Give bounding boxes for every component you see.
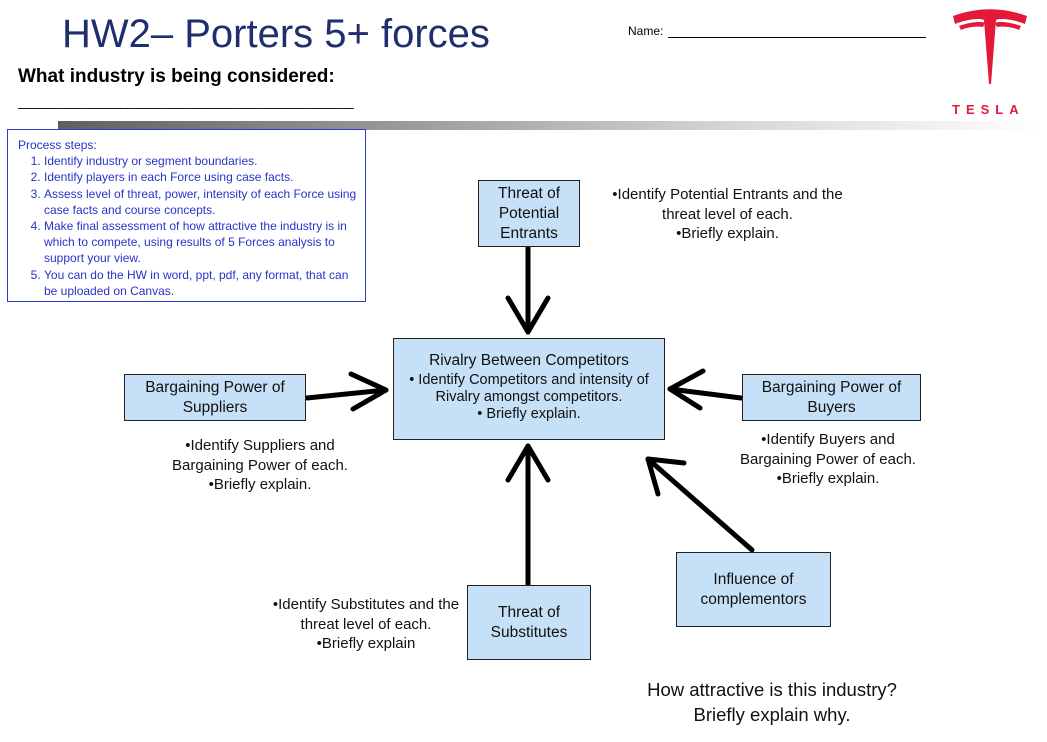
- buyers-note-line: •Identify Buyers and: [761, 431, 895, 448]
- tesla-wordmark: TESLA: [952, 102, 1025, 117]
- entrants-note-line: threat level of each.: [662, 205, 793, 223]
- substitutes-note-line: •Briefly explain: [316, 635, 416, 652]
- suppliers-note-line: •Identify Suppliers and: [185, 437, 335, 454]
- arrowhead-complementors: [645, 456, 687, 497]
- buyers-note-line: •Briefly explain.: [776, 470, 880, 487]
- suppliers-note: •Identify Suppliers and Bargaining Power…: [150, 436, 370, 495]
- process-steps-box: Process steps: Identify industry or segm…: [7, 129, 366, 302]
- suppliers-note-line: •Briefly explain.: [208, 476, 312, 493]
- entrants-note: •Identify Potential Entrants and the thr…: [600, 185, 855, 244]
- process-step: Make final assessment of how attractive …: [44, 218, 359, 267]
- process-step: You can do the HW in word, ppt, pdf, any…: [44, 267, 359, 299]
- suppliers-note-line: Bargaining Power of each.: [172, 456, 348, 474]
- page-title: HW2– Porters 5+ forces: [62, 12, 490, 56]
- name-field-line: [668, 36, 926, 38]
- industry-question: What industry is being considered:: [18, 66, 335, 87]
- buyers-box: Bargaining Power of Buyers: [742, 374, 921, 421]
- arrowhead-suppliers: [348, 371, 389, 412]
- entrants-note-line: •Identify Potential Entrants and the: [612, 186, 843, 203]
- final-question: How attractive is this industry? Briefly…: [600, 677, 944, 727]
- arrow-suppliers: [304, 387, 389, 401]
- arrowhead-substitutes: [505, 443, 551, 483]
- buyers-label: Bargaining Power of Buyers: [761, 378, 902, 416]
- threat-of-entrants-box: Threat of Potential Entrants: [478, 180, 580, 247]
- tesla-t-icon: [953, 9, 1027, 84]
- rivalry-line: • Briefly explain.: [477, 406, 581, 422]
- process-step: Identify industry or segment boundaries.: [44, 153, 359, 169]
- rivalry-box: Rivalry Between Competitors • Identify C…: [393, 338, 665, 440]
- complementors-label: Influence of complementors: [700, 570, 807, 608]
- process-heading: Process steps:: [18, 138, 97, 152]
- substitutes-note-line: threat level of each.: [300, 615, 432, 633]
- buyers-note: •Identify Buyers and Bargaining Power of…: [718, 430, 938, 489]
- suppliers-box: Bargaining Power of Suppliers: [124, 374, 306, 421]
- substitutes-note-line: •Identify Substitutes and the: [272, 596, 460, 613]
- tesla-logo: TESLA: [940, 6, 1040, 118]
- entrants-note-line: •Briefly explain.: [676, 225, 779, 242]
- final-question-line: How attractive is this industry?: [647, 679, 897, 700]
- arrowhead-buyers: [667, 368, 706, 411]
- rivalry-title: Rivalry Between Competitors: [429, 352, 629, 369]
- substitutes-note: •Identify Substitutes and the threat lev…: [254, 595, 478, 654]
- buyers-note-line: Bargaining Power of each.: [740, 450, 916, 468]
- process-step: Identify players in each Force using cas…: [44, 169, 359, 185]
- substitutes-box: Threat of Substitutes: [467, 585, 591, 660]
- arrow-buyers: [667, 386, 744, 401]
- rivalry-line: Rivalry amongst competitors.: [435, 389, 623, 405]
- arrow-complementors: [645, 456, 755, 553]
- name-label: Name:: [628, 24, 664, 38]
- suppliers-label: Bargaining Power of Suppliers: [145, 378, 285, 416]
- final-question-line: Briefly explain why.: [693, 704, 851, 725]
- substitutes-label: Threat of Substitutes: [490, 603, 568, 641]
- industry-answer-line: ________________________________________…: [18, 93, 354, 109]
- threat-of-entrants-label: Threat of Potential Entrants: [497, 184, 561, 242]
- rivalry-line: • Identify Competitors and intensity of: [409, 372, 649, 388]
- header-divider: [58, 121, 1042, 130]
- arrowhead-entrants: [505, 295, 551, 335]
- process-step: Assess level of threat, power, intensity…: [44, 186, 359, 218]
- complementors-box: Influence of complementors: [676, 552, 831, 627]
- process-steps-list: Identify industry or segment boundaries.…: [18, 153, 359, 299]
